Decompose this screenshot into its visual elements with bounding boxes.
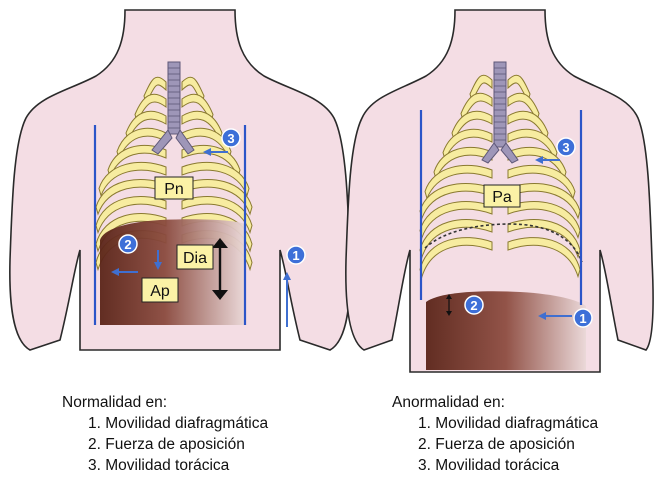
left-marker-1: 1 [287, 246, 305, 264]
diagram-figure: Pn Dia Ap 3 2 1 [0, 0, 654, 385]
left-marker-2: 2 [119, 235, 137, 253]
left-label-dia: Dia [177, 245, 213, 269]
left-caption-item: 3. Movilidad torácica [88, 455, 268, 476]
right-marker-1: 1 [574, 309, 592, 327]
left-marker-3: 3 [222, 129, 240, 147]
right-caption-list: 1. Movilidad diafragmática 2. Fuerza de … [392, 413, 598, 476]
right-marker-2: 2 [465, 296, 483, 314]
svg-text:2: 2 [470, 298, 477, 313]
svg-text:1: 1 [292, 248, 299, 263]
left-label-ap: Ap [142, 278, 178, 302]
svg-text:Pa: Pa [492, 189, 512, 206]
svg-text:Pn: Pn [164, 181, 184, 198]
right-liver [426, 291, 586, 370]
right-caption-item: 2. Fuerza de aposición [418, 434, 598, 455]
svg-text:Ap: Ap [150, 283, 170, 300]
left-label-pn: Pn [155, 177, 193, 199]
right-caption: Anormalidad en: 1. Movilidad diafragmáti… [392, 392, 598, 476]
left-caption: Normalidad en: 1. Movilidad diafragmátic… [62, 392, 268, 476]
svg-text:3: 3 [227, 131, 234, 146]
right-marker-3: 3 [557, 138, 575, 156]
right-label-pa: Pa [484, 185, 520, 207]
left-caption-item: 2. Fuerza de aposición [88, 434, 268, 455]
left-caption-item: 1. Movilidad diafragmática [88, 413, 268, 434]
svg-text:2: 2 [124, 237, 131, 252]
right-caption-item: 1. Movilidad diafragmática [418, 413, 598, 434]
svg-text:Dia: Dia [183, 250, 207, 267]
right-caption-item: 3. Movilidad torácica [418, 455, 598, 476]
left-caption-title: Normalidad en: [62, 392, 268, 413]
svg-text:1: 1 [579, 311, 586, 326]
right-caption-title: Anormalidad en: [392, 392, 598, 413]
left-caption-list: 1. Movilidad diafragmática 2. Fuerza de … [62, 413, 268, 476]
svg-text:3: 3 [562, 140, 569, 155]
